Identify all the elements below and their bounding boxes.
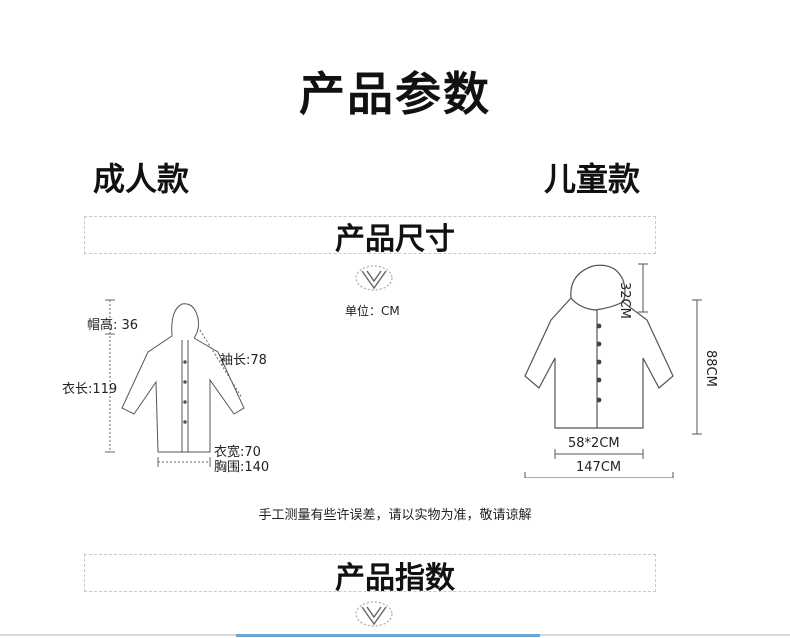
index-section-frame xyxy=(84,554,656,592)
kids-width-label: 58*2CM xyxy=(568,436,620,451)
adult-raincoat-diagram xyxy=(105,299,245,467)
chevron-down-icon xyxy=(355,265,393,291)
category-adult: 成人款 xyxy=(93,160,190,198)
bottom-divider-left xyxy=(0,634,236,636)
adult-hood-value: 36 xyxy=(121,318,139,333)
size-section-title: 产品尺寸 xyxy=(335,222,455,257)
adult-chest-label: 胸围:140 xyxy=(214,460,270,475)
index-section-title: 产品指数 xyxy=(335,561,455,596)
kids-raincoat-diagram xyxy=(524,263,702,478)
adult-sleeve-label: 袖长:78 xyxy=(220,353,267,368)
page-title: 产品参数 xyxy=(299,67,491,121)
chevron-down-icon xyxy=(355,601,393,627)
bottom-divider-right xyxy=(540,634,790,636)
kids-length-label: 88CM xyxy=(703,350,718,387)
category-kids: 儿童款 xyxy=(544,160,641,198)
unit-label: 单位：CM xyxy=(345,304,400,318)
kids-span-label: 147CM xyxy=(576,460,622,475)
kids-hood-label: 32CM xyxy=(617,282,632,319)
adult-width-label: 衣宽:70 xyxy=(214,445,261,460)
measurement-note: 手工测量有些许误差，请以实物为准，敬请谅解 xyxy=(258,508,532,523)
bottom-divider-accent xyxy=(236,634,540,637)
size-section-frame xyxy=(84,216,656,254)
adult-length-label: 衣长:119 xyxy=(62,382,118,397)
adult-hood-label: 帽高: 36 xyxy=(87,318,139,333)
